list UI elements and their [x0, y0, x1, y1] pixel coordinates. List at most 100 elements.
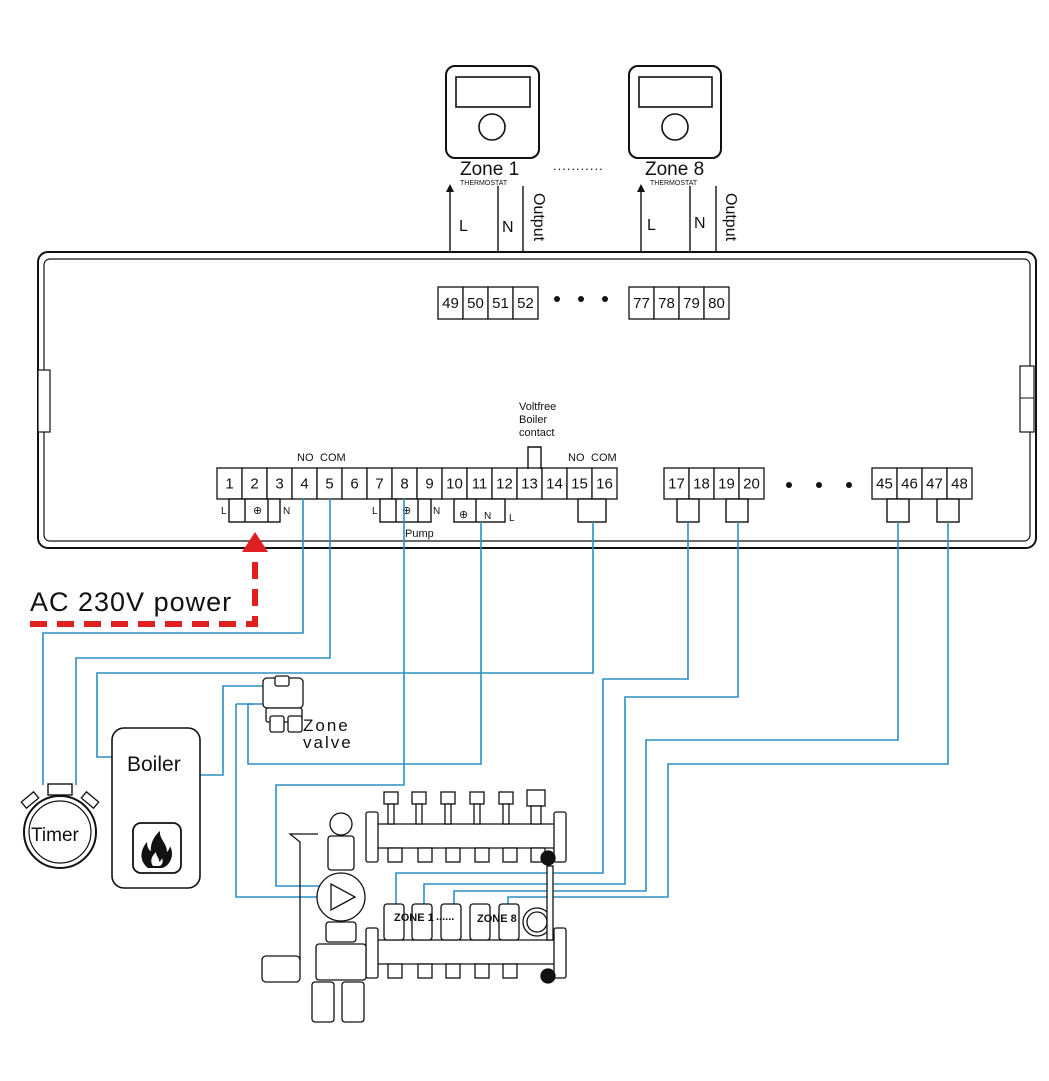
terminal-cell — [591, 467, 618, 500]
label-l-2: L — [372, 506, 378, 517]
terminal-number: 5 — [325, 476, 333, 493]
timer-label: Timer — [31, 825, 80, 846]
zone-1-sub: THERMOSTAT — [460, 180, 508, 187]
earth-3: ⊕ — [459, 509, 468, 521]
terminal-sub-brackets — [228, 498, 960, 523]
terminal-number: 48 — [951, 476, 968, 493]
manifold-zone-1-label: ZONE 1 — [394, 912, 434, 924]
ac-power-arrow — [30, 532, 268, 627]
thermostat-zone-1 — [445, 65, 540, 159]
label-l-3: L — [509, 513, 515, 524]
boiler-device — [111, 727, 201, 889]
terminal-cell — [391, 467, 418, 500]
terminal-number: 11 — [472, 476, 488, 493]
terminal-cell — [541, 467, 568, 500]
terminal-cell — [241, 467, 268, 500]
voltfree-line-3: contact — [519, 427, 554, 439]
terminal-cell — [653, 286, 680, 320]
terminal-block-77-80: 77 78 79 80 — [628, 286, 730, 320]
wire-n-label-1: N — [502, 219, 514, 236]
terminal-number: 20 — [743, 476, 760, 493]
terminal-number: 79 — [683, 295, 700, 312]
no-label-1: NO — [297, 452, 314, 464]
wire-n-label-8: N — [694, 215, 706, 232]
wire-l-label-1: L — [459, 218, 468, 235]
manifold-dots: ...... — [436, 911, 454, 923]
terminal-number: 17 — [668, 476, 685, 493]
no-label-2: NO — [568, 452, 585, 464]
terminal-number: 80 — [708, 295, 725, 312]
terminal-number: 78 — [658, 295, 675, 312]
earth-1: ⊕ — [253, 505, 262, 517]
zone-8-sub: THERMOSTAT — [650, 180, 698, 187]
terminal-number: 49 — [442, 295, 459, 312]
terminal-cell — [316, 467, 343, 500]
terminal-cell — [516, 467, 543, 500]
terminal-cell — [738, 467, 765, 500]
terminal-cell — [491, 467, 518, 500]
terminal-cell — [512, 286, 539, 320]
pump-label: Pump — [405, 528, 434, 540]
terminal-cell — [628, 286, 655, 320]
wiring-lines — [42, 498, 949, 905]
zone-valve-device — [262, 675, 304, 733]
terminal-number: 52 — [517, 295, 534, 312]
terminal-number: 12 — [496, 476, 513, 493]
terminal-number: 7 — [375, 476, 383, 493]
terminal-cell — [871, 467, 898, 500]
terminal-number: 4 — [300, 476, 308, 493]
manifold-assembly — [261, 789, 567, 1023]
terminal-number: 2 — [250, 476, 258, 493]
terminal-block-49-52: 49 50 51 52 — [437, 286, 539, 320]
terminal-cell — [703, 286, 730, 320]
wire-output-label-1: Output — [530, 193, 547, 242]
ac-power-label: AC 230V power — [30, 587, 232, 617]
manifold-zone-8-label: ZONE 8 — [477, 913, 517, 925]
terminal-number: 9 — [425, 476, 433, 493]
terminal-cell — [216, 467, 243, 500]
thermostat-ellipsis: ........... — [553, 158, 604, 173]
voltfree-line-1: Voltfree — [519, 401, 556, 413]
thermostat-zone-8 — [628, 65, 722, 159]
label-n-1: N — [283, 506, 290, 517]
com-label-2: COM — [591, 452, 617, 464]
zone-valve-label-1: Zone — [303, 716, 350, 735]
label-n-2: N — [433, 506, 440, 517]
terminal-cell — [291, 467, 318, 500]
terminal-number: 47 — [926, 476, 943, 493]
wire-output-label-8: Output — [722, 193, 739, 242]
terminal-number: 51 — [492, 295, 509, 312]
terminal-number: 6 — [350, 476, 358, 493]
terminal-number: 10 — [446, 476, 463, 493]
zone-1-label: Zone 1 — [460, 159, 519, 180]
terminal-cell — [678, 286, 705, 320]
terminal-number: 3 — [275, 476, 283, 493]
terminal-cell — [462, 286, 489, 320]
terminal-dots-bottom — [786, 482, 852, 488]
terminal-number: 8 — [400, 476, 408, 493]
terminal-block-17-20: 17 18 19 20 — [663, 467, 765, 500]
terminal-cell — [341, 467, 368, 500]
terminal-number: 46 — [901, 476, 918, 493]
zone-valve-label-2: valve — [303, 733, 353, 752]
terminal-cell — [946, 467, 973, 500]
earth-2: ⊕ — [402, 505, 411, 517]
terminal-number: 13 — [521, 476, 538, 493]
terminal-cell — [487, 286, 514, 320]
terminal-number: 15 — [571, 476, 588, 493]
terminal-number: 14 — [546, 476, 563, 493]
boiler-label: Boiler — [127, 753, 181, 776]
terminal-number: 18 — [693, 476, 710, 493]
terminal-number: 77 — [633, 295, 650, 312]
terminal-number: 50 — [467, 295, 484, 312]
timer-device — [20, 783, 100, 869]
zone-8-label: Zone 8 — [645, 159, 704, 180]
terminal-number: 19 — [718, 476, 735, 493]
com-label-1: COM — [320, 452, 346, 464]
terminal-number: 1 — [225, 476, 233, 493]
wire-l-label-8: L — [647, 217, 656, 234]
label-l-1: L — [221, 506, 227, 517]
